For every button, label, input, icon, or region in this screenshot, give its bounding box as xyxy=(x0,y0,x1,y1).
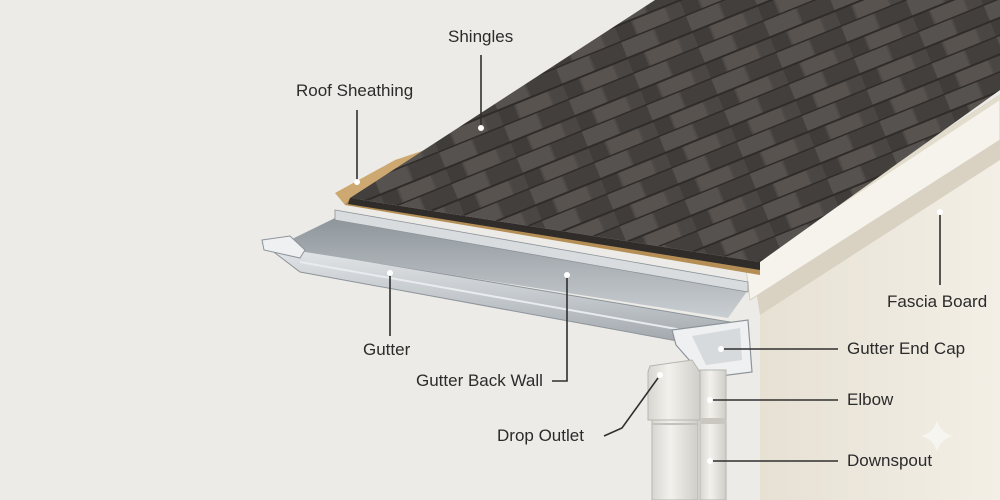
marker-gutter-end-cap xyxy=(718,346,724,352)
leader-gutter-back-wall xyxy=(552,277,568,382)
gutter-trough xyxy=(290,218,748,318)
leader-drop-outlet xyxy=(603,377,659,437)
marker-drop-outlet xyxy=(657,372,663,378)
label-gutter-back-wall: Gutter Back Wall xyxy=(416,371,543,390)
elbow-pipe xyxy=(699,369,727,500)
leader-lines xyxy=(354,55,943,464)
label-fascia-board: Fascia Board xyxy=(887,292,988,311)
marker-shingles xyxy=(478,125,484,131)
gutter-lip xyxy=(261,235,306,259)
marker-downspout xyxy=(707,458,713,464)
label-drop-outlet: Drop Outlet xyxy=(497,426,584,445)
label-elbow: Elbow xyxy=(847,390,894,409)
shingles xyxy=(350,0,1000,262)
marker-gutter-back-wall xyxy=(564,272,570,278)
marker-elbow xyxy=(707,397,713,403)
sparkle-icon xyxy=(921,420,953,452)
marker-roof-sheathing xyxy=(354,179,360,185)
label-shingles: Shingles xyxy=(448,27,514,46)
marker-fascia-board xyxy=(937,209,943,215)
marker-gutter xyxy=(387,270,393,276)
downspout-pipe xyxy=(651,419,699,500)
drop-outlet-shape xyxy=(647,359,701,421)
label-downspout: Downspout xyxy=(847,451,933,470)
shingle-edge-shadow xyxy=(348,198,760,270)
gutter-back-wall-face xyxy=(334,209,749,293)
label-gutter: Gutter xyxy=(363,340,411,359)
label-gutter-end-cap: Gutter End Cap xyxy=(847,339,966,358)
gutter-end-cap-inner xyxy=(692,328,742,365)
label-roof-sheathing: Roof Sheathing xyxy=(296,81,414,100)
